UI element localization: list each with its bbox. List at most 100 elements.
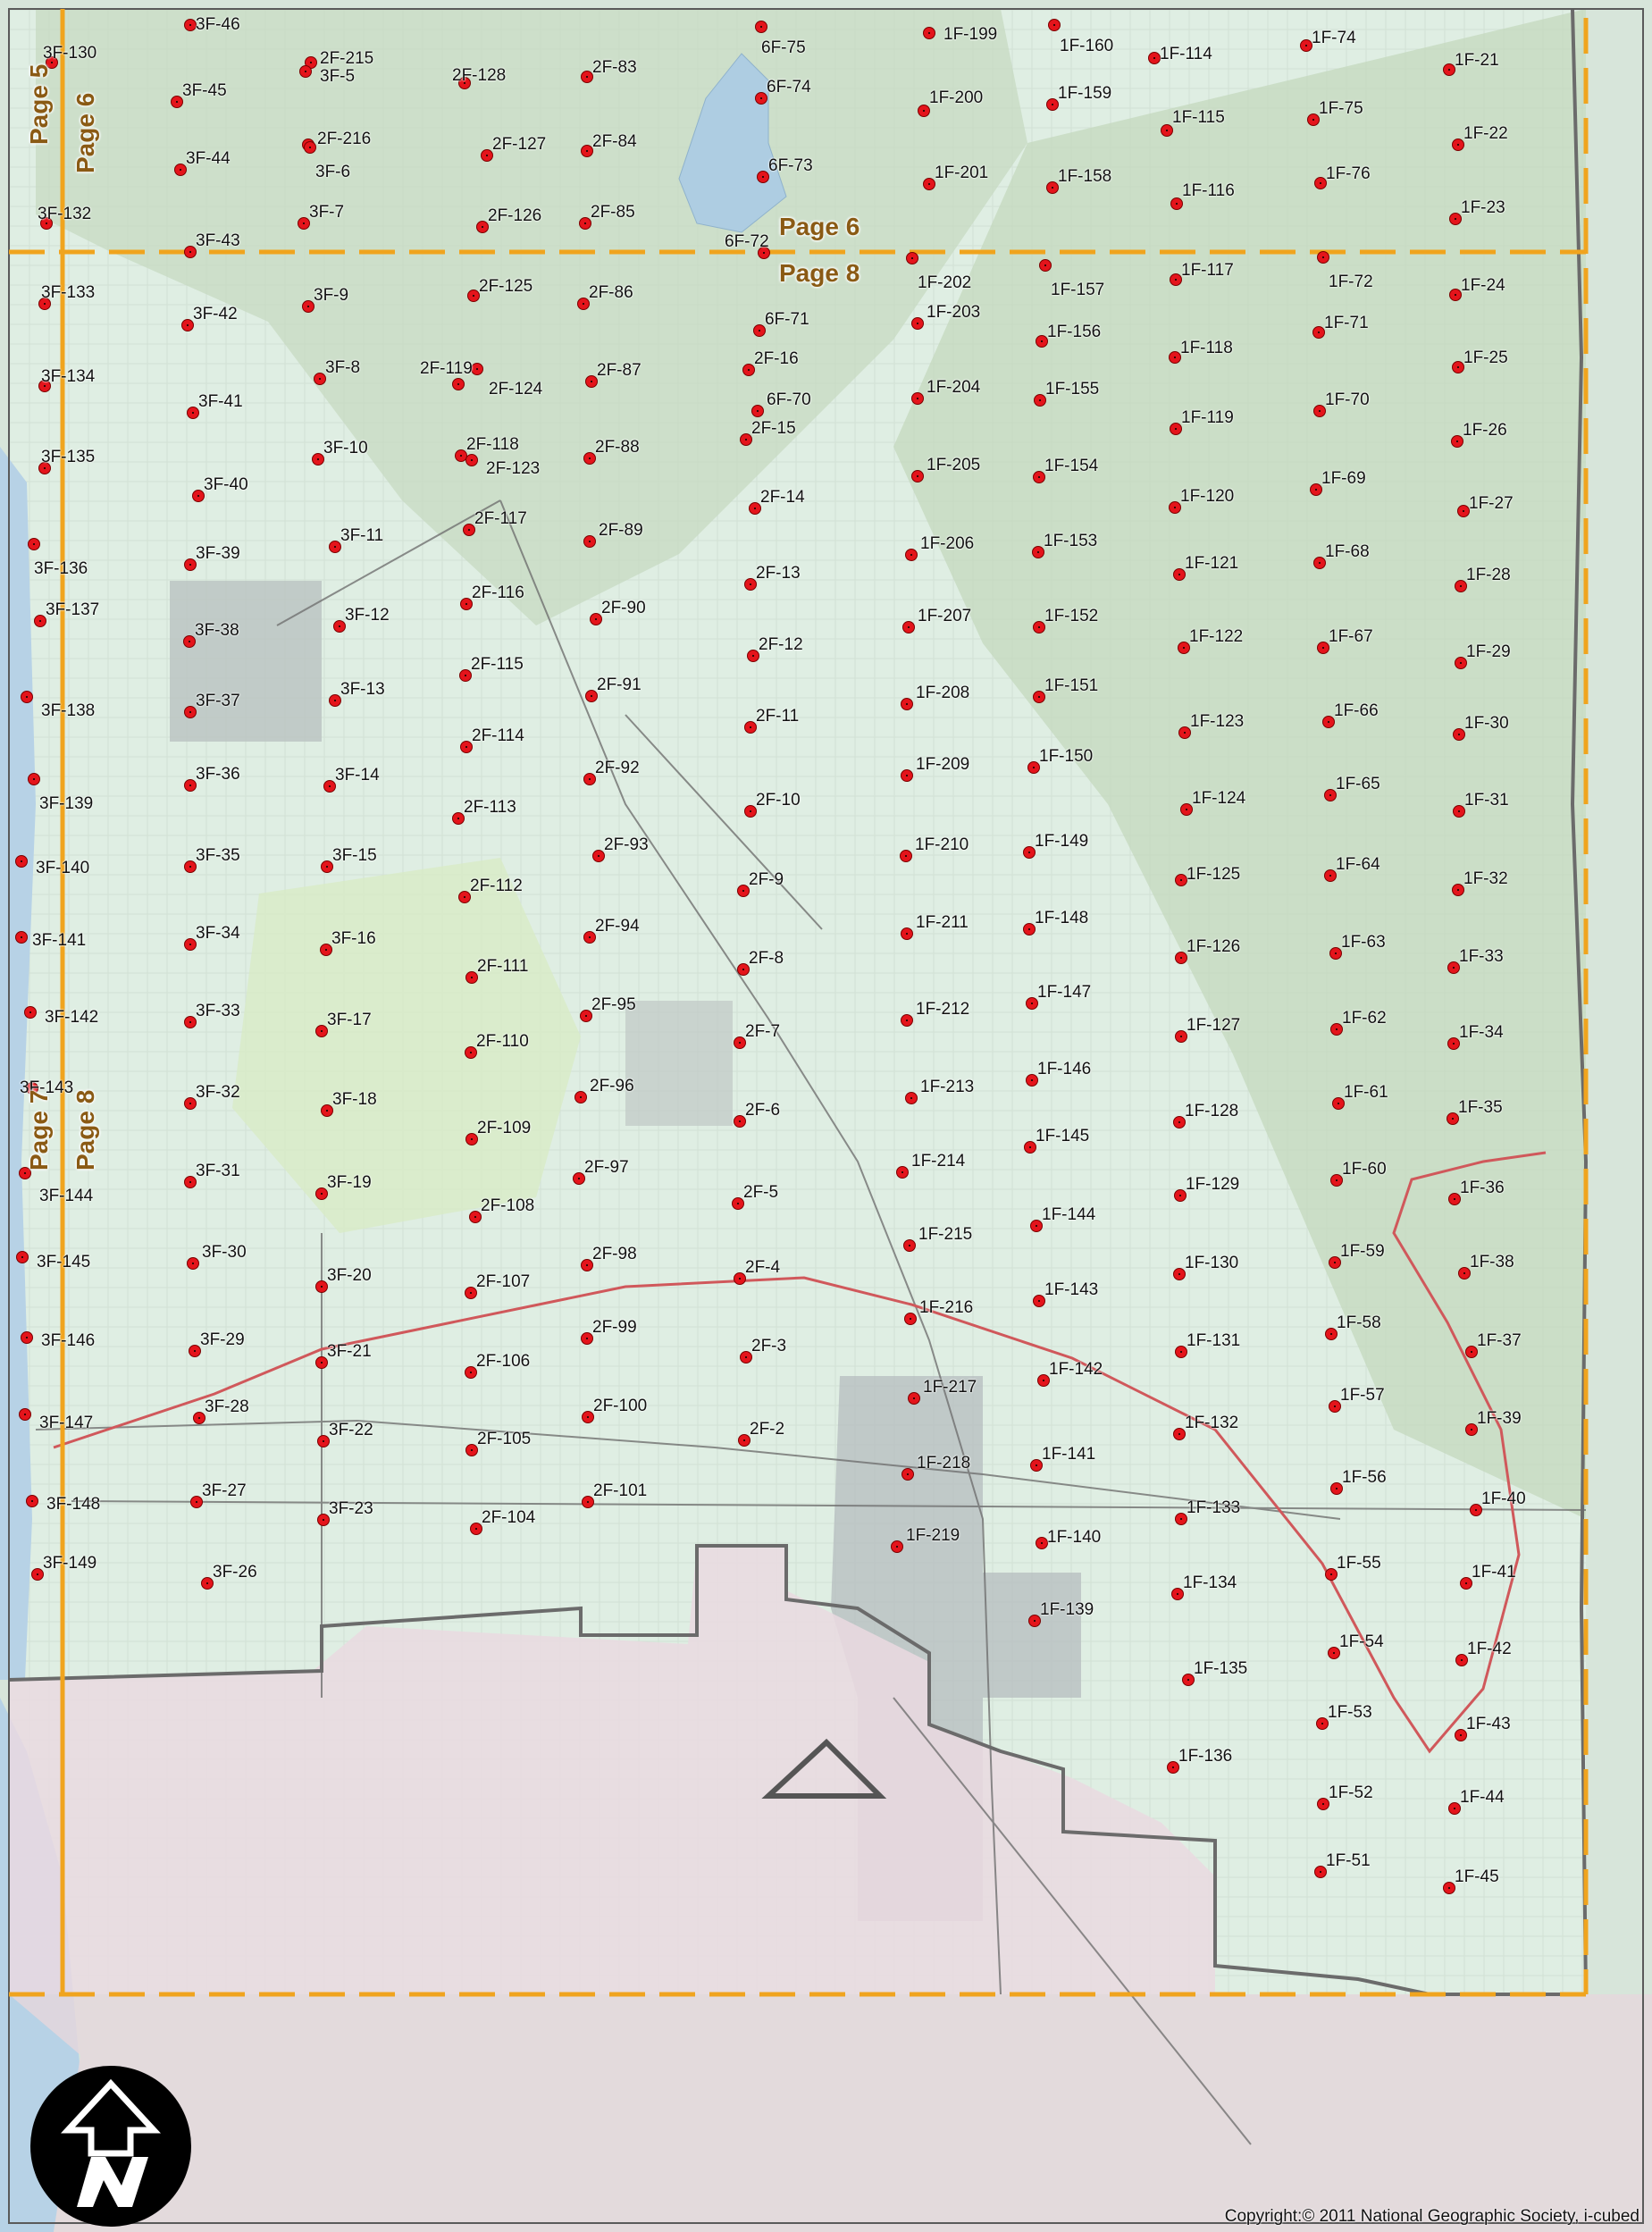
monitoring-point-marker[interactable] xyxy=(1314,177,1327,189)
monitoring-point-marker[interactable] xyxy=(304,141,316,154)
monitoring-point-marker[interactable] xyxy=(1453,805,1465,818)
monitoring-point-marker[interactable] xyxy=(590,613,602,625)
monitoring-point-marker[interactable] xyxy=(1324,869,1337,882)
monitoring-point-marker[interactable] xyxy=(315,1187,328,1200)
monitoring-point-marker[interactable] xyxy=(1453,728,1465,741)
monitoring-point-marker[interactable] xyxy=(1452,884,1464,896)
monitoring-point-marker[interactable] xyxy=(476,221,489,233)
monitoring-point-marker[interactable] xyxy=(184,246,197,258)
monitoring-point-marker[interactable] xyxy=(1443,63,1455,76)
monitoring-point-marker[interactable] xyxy=(753,324,766,337)
monitoring-point-marker[interactable] xyxy=(737,963,750,976)
monitoring-point-marker[interactable] xyxy=(583,535,596,548)
monitoring-point-marker[interactable] xyxy=(201,1577,214,1590)
monitoring-point-marker[interactable] xyxy=(26,1495,38,1507)
monitoring-point-marker[interactable] xyxy=(38,462,51,474)
monitoring-point-marker[interactable] xyxy=(755,92,767,105)
monitoring-point-marker[interactable] xyxy=(184,1176,197,1188)
monitoring-point-marker[interactable] xyxy=(171,96,183,108)
monitoring-point-marker[interactable] xyxy=(174,164,187,176)
monitoring-point-marker[interactable] xyxy=(1178,726,1191,739)
monitoring-point-marker[interactable] xyxy=(1033,1295,1045,1307)
monitoring-point-marker[interactable] xyxy=(1447,1037,1460,1050)
page-label-8-west[interactable]: Page 8 xyxy=(71,1089,99,1171)
monitoring-point-marker[interactable] xyxy=(1330,1023,1343,1036)
monitoring-point-marker[interactable] xyxy=(184,558,197,571)
monitoring-point-marker[interactable] xyxy=(1175,1513,1187,1525)
monitoring-point-marker[interactable] xyxy=(744,578,757,591)
monitoring-point-marker[interactable] xyxy=(1325,1328,1338,1340)
monitoring-point-marker[interactable] xyxy=(1455,657,1467,669)
monitoring-point-marker[interactable] xyxy=(581,1259,593,1271)
monitoring-point-marker[interactable] xyxy=(314,373,326,385)
monitoring-point-marker[interactable] xyxy=(1026,997,1038,1010)
monitoring-point-marker[interactable] xyxy=(1313,557,1326,569)
monitoring-point-marker[interactable] xyxy=(581,71,593,83)
monitoring-point-marker[interactable] xyxy=(40,217,53,230)
page-label-6-west[interactable]: Page 6 xyxy=(71,92,99,173)
monitoring-point-marker[interactable] xyxy=(1046,181,1059,194)
monitoring-point-marker[interactable] xyxy=(19,1408,31,1421)
monitoring-point-marker[interactable] xyxy=(16,1251,29,1263)
monitoring-point-marker[interactable] xyxy=(184,779,197,792)
monitoring-point-marker[interactable] xyxy=(329,541,341,553)
monitoring-point-marker[interactable] xyxy=(302,300,314,313)
monitoring-point-marker[interactable] xyxy=(1325,1568,1338,1581)
monitoring-point-marker[interactable] xyxy=(758,247,770,259)
monitoring-point-marker[interactable] xyxy=(315,1356,328,1369)
monitoring-point-marker[interactable] xyxy=(918,105,930,117)
monitoring-point-marker[interactable] xyxy=(1170,197,1183,210)
monitoring-point-marker[interactable] xyxy=(1148,52,1161,64)
monitoring-point-marker[interactable] xyxy=(1448,1193,1461,1205)
monitoring-point-marker[interactable] xyxy=(460,741,473,753)
monitoring-point-marker[interactable] xyxy=(315,1280,328,1293)
monitoring-point-marker[interactable] xyxy=(1317,1798,1329,1810)
monitoring-point-marker[interactable] xyxy=(577,298,590,310)
monitoring-point-marker[interactable] xyxy=(1175,1346,1187,1358)
monitoring-point-marker[interactable] xyxy=(1180,803,1193,816)
monitoring-point-marker[interactable] xyxy=(1178,642,1190,654)
monitoring-point-marker[interactable] xyxy=(189,1345,201,1357)
monitoring-point-marker[interactable] xyxy=(1455,580,1467,592)
monitoring-point-marker[interactable] xyxy=(46,56,58,69)
monitoring-point-marker[interactable] xyxy=(1452,138,1464,151)
monitoring-point-marker[interactable] xyxy=(181,319,194,331)
monitoring-point-marker[interactable] xyxy=(1470,1504,1482,1516)
monitoring-point-marker[interactable] xyxy=(21,691,33,703)
monitoring-point-marker[interactable] xyxy=(38,380,51,392)
monitoring-point-marker[interactable] xyxy=(465,971,478,984)
monitoring-point-marker[interactable] xyxy=(465,1046,477,1059)
monitoring-point-marker[interactable] xyxy=(734,1272,746,1285)
monitoring-point-marker[interactable] xyxy=(15,855,28,868)
monitoring-point-marker[interactable] xyxy=(1443,1882,1455,1894)
monitoring-point-marker[interactable] xyxy=(901,769,913,782)
monitoring-point-marker[interactable] xyxy=(184,706,197,718)
monitoring-point-marker[interactable] xyxy=(1330,1174,1343,1187)
monitoring-point-marker[interactable] xyxy=(905,1092,918,1104)
monitoring-point-marker[interactable] xyxy=(911,470,924,482)
monitoring-point-marker[interactable] xyxy=(187,1257,199,1270)
monitoring-point-marker[interactable] xyxy=(1036,1537,1048,1549)
monitoring-point-marker[interactable] xyxy=(458,77,471,89)
monitoring-point-marker[interactable] xyxy=(1033,691,1045,703)
monitoring-point-marker[interactable] xyxy=(1033,621,1045,634)
monitoring-point-marker[interactable] xyxy=(452,812,465,825)
monitoring-point-marker[interactable] xyxy=(582,1496,594,1508)
monitoring-point-marker[interactable] xyxy=(471,363,483,375)
monitoring-point-marker[interactable] xyxy=(1024,1141,1036,1154)
monitoring-point-marker[interactable] xyxy=(906,252,918,264)
monitoring-point-marker[interactable] xyxy=(580,1010,592,1022)
monitoring-point-marker[interactable] xyxy=(1169,501,1181,514)
monitoring-point-marker[interactable] xyxy=(1161,124,1173,137)
monitoring-point-marker[interactable] xyxy=(1173,1428,1186,1440)
monitoring-point-marker[interactable] xyxy=(1449,289,1462,301)
monitoring-point-marker[interactable] xyxy=(740,433,752,446)
monitoring-point-marker[interactable] xyxy=(1300,39,1312,52)
monitoring-point-marker[interactable] xyxy=(28,538,40,550)
monitoring-point-marker[interactable] xyxy=(317,1435,330,1447)
monitoring-point-marker[interactable] xyxy=(187,407,199,419)
monitoring-point-marker[interactable] xyxy=(1036,335,1048,348)
monitoring-point-marker[interactable] xyxy=(184,938,197,951)
monitoring-point-marker[interactable] xyxy=(581,1332,593,1345)
monitoring-point-marker[interactable] xyxy=(312,453,324,466)
